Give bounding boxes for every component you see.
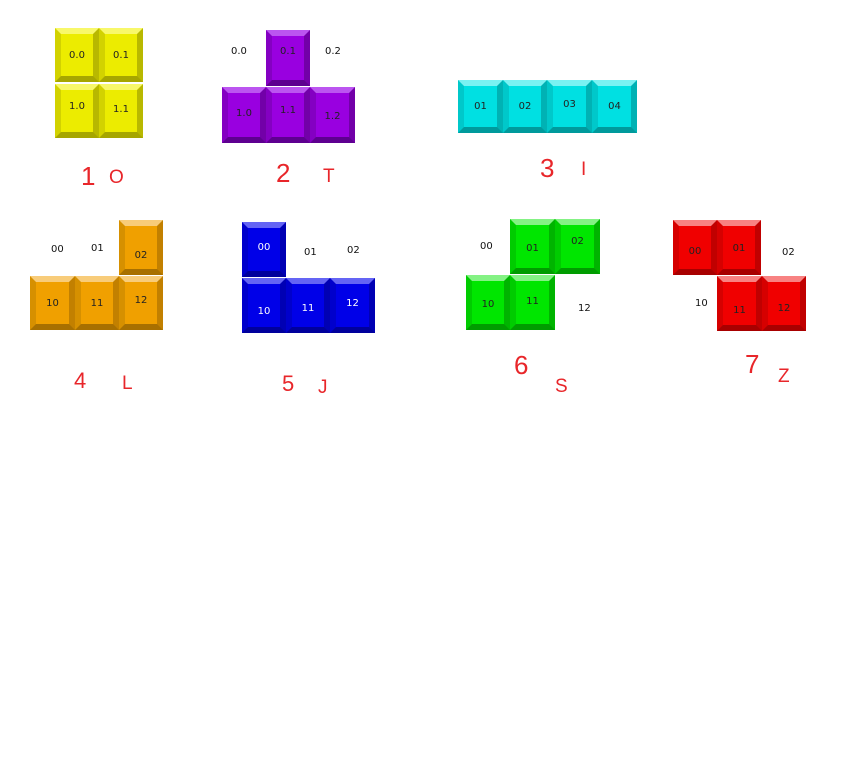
empty-cell-label: 10 [695,298,708,309]
t-block: 1.1 [266,87,310,143]
block-label: 02 [134,250,148,261]
piece-letter: Z [778,366,790,387]
o-block: 1.1 [99,84,143,138]
z-block: 00 [673,220,717,275]
block-label: 1.1 [280,104,296,116]
empty-cell-label: 0.2 [325,46,341,57]
empty-cell-label: 01 [91,243,104,254]
block-label: 1.0 [236,107,252,119]
block-label: 1.0 [69,100,85,112]
block-label: 0.1 [280,45,296,57]
block-label: 10 [257,306,271,317]
s-block: 02 [555,219,600,274]
z-block: 12 [762,276,806,331]
o-block: 1.0 [55,84,99,138]
block-label: 01 [732,243,746,254]
block-label: 10 [46,297,59,309]
empty-cell-label: 01 [304,247,317,258]
piece-letter: L [122,373,133,394]
block-label: 12 [346,298,359,309]
block-label: 11 [526,296,539,307]
l-block: 10 [30,276,75,330]
piece-letter: T [323,166,335,187]
piece-number: 3 [540,153,555,183]
block-label: 01 [526,243,539,254]
piece-number: 7 [745,349,760,379]
block-label: 11 [90,297,104,309]
piece-number: 5 [282,371,295,396]
empty-cell-label: 12 [578,303,591,314]
j-block: 11 [286,278,330,333]
t-block: 1.2 [310,87,355,143]
block-label: 12 [777,303,791,314]
block-label: 00 [688,246,702,257]
block-label: 04 [608,101,621,112]
block-label: 12 [134,294,148,306]
block-label: 00 [257,242,271,253]
block-label: 02 [571,236,584,247]
block-label: 11 [301,303,315,314]
piece-letter: J [318,377,328,398]
j-block: 10 [242,278,286,333]
l-block: 02 [119,220,163,275]
i-block: 04 [592,80,637,133]
block-label: 1.1 [113,103,129,115]
i-block: 03 [547,80,592,133]
empty-cell-label: 02 [782,247,795,258]
j-block: 00 [242,222,286,277]
s-block: 01 [510,219,555,274]
piece-number: 6 [514,350,529,380]
block-label: 11 [733,305,746,316]
j-block: 12 [330,278,375,333]
o-block: 0.0 [55,28,99,82]
l-block: 12 [119,276,163,330]
block-label: 02 [518,101,532,112]
block-label: 1.2 [324,110,341,122]
empty-cell-label: 0.0 [231,46,247,57]
t-block: 1.0 [222,87,266,143]
block-label: 01 [474,101,487,112]
block-label: 0.1 [113,49,129,61]
block-label: 0.0 [69,49,85,61]
t-block: 0.1 [266,30,310,86]
i-block: 02 [503,80,547,133]
piece-letter: I [581,159,587,180]
block-label: 10 [481,299,495,310]
i-block: 01 [458,80,503,133]
empty-cell-label: 00 [51,244,64,255]
empty-cell-label: 00 [480,241,493,252]
o-block: 0.1 [99,28,143,82]
piece-letter: O [109,167,124,188]
block-label: 03 [563,99,576,110]
piece-letter: S [555,376,568,397]
piece-number: 1 [81,161,96,191]
l-block: 11 [75,276,119,330]
z-block: 01 [717,220,761,275]
piece-number: 2 [276,158,291,188]
s-block: 10 [466,275,510,330]
z-block: 11 [717,276,762,331]
piece-number: 4 [74,368,87,393]
empty-cell-label: 02 [347,245,360,256]
s-block: 11 [510,275,555,330]
